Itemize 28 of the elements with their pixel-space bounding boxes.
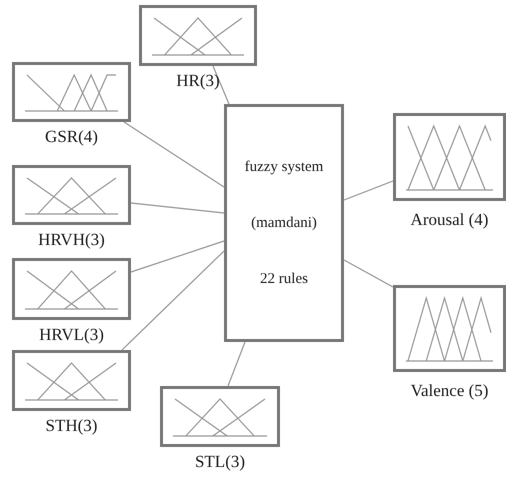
variable-label: Arousal (4): [410, 209, 488, 230]
connector-line: [344, 259, 394, 288]
variable-label: Valence (5): [410, 380, 488, 402]
variable-panel: [139, 5, 257, 92]
variable-panel: [12, 350, 131, 436]
connector-line: [130, 240, 224, 273]
variable-panel: [393, 285, 506, 402]
connector-line: [130, 202, 224, 214]
variable-panel: [12, 165, 131, 250]
variable-label: HRVH(3): [38, 229, 105, 250]
connector-line: [344, 180, 394, 201]
variable-label: STH(3): [46, 415, 98, 436]
system-box: [224, 104, 344, 342]
variable-label: HR(3): [176, 70, 220, 92]
variable-label: GSR(4): [45, 126, 98, 148]
variable-panel: [393, 113, 506, 230]
variable-panel: [12, 258, 131, 346]
variable-panel: [160, 386, 280, 472]
variable-label: STL(3): [194, 451, 246, 472]
connector-line: [124, 122, 224, 188]
system-text: 22 rules: [260, 270, 308, 288]
variable-label: HRVL(3): [39, 324, 104, 346]
system-text: fuzzy system: [244, 158, 324, 176]
system-text: (mamdani): [251, 214, 317, 232]
variable-panel: [12, 62, 131, 148]
connector-line: [212, 66, 230, 104]
connector-line: [227, 342, 246, 386]
connector-line: [122, 250, 224, 350]
